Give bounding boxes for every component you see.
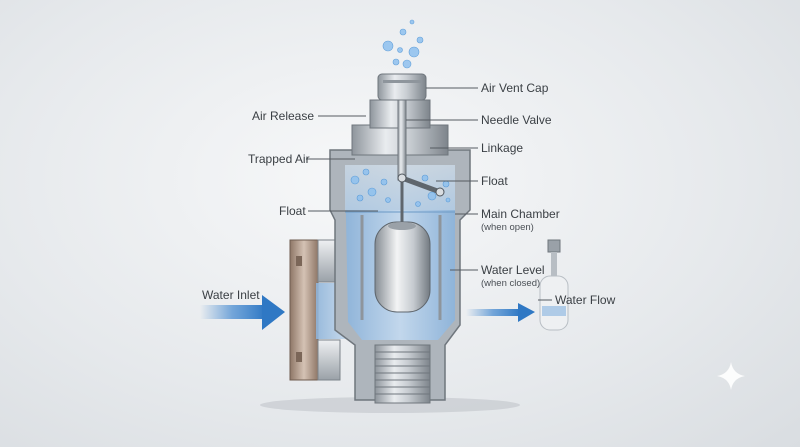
label-water-level: Water Level bbox=[481, 263, 545, 277]
label-water-inlet: Water Inlet bbox=[202, 288, 260, 302]
label-trapped-air: Trapped Air bbox=[248, 152, 310, 166]
water-inlet-arrow bbox=[200, 295, 285, 330]
label-float-right: Float bbox=[481, 174, 508, 188]
label-main-chamber-note: (when open) bbox=[481, 222, 534, 233]
needle-valve bbox=[397, 99, 407, 181]
float bbox=[374, 221, 431, 313]
bottom-thread bbox=[374, 344, 431, 404]
inlet-flange bbox=[289, 239, 341, 381]
label-needle-valve: Needle Valve bbox=[481, 113, 552, 127]
leader-lines bbox=[306, 87, 552, 301]
outlet-fitting bbox=[539, 239, 569, 331]
label-main-chamber: Main Chamber bbox=[481, 207, 560, 221]
sparkle-icon bbox=[717, 362, 745, 390]
label-air-vent-cap: Air Vent Cap bbox=[481, 81, 549, 95]
linkage bbox=[397, 173, 445, 222]
ground-shadow bbox=[260, 397, 520, 413]
label-water-flow: Water Flow bbox=[555, 293, 616, 307]
water-flow-arrow bbox=[466, 303, 535, 322]
air-bubbles bbox=[350, 19, 451, 207]
label-water-level-note: (when closed) bbox=[481, 278, 541, 289]
air-vent-cap bbox=[377, 73, 427, 101]
label-linkage: Linkage bbox=[481, 141, 524, 155]
label-float-left: Float bbox=[279, 204, 306, 218]
label-air-release: Air Release bbox=[252, 109, 315, 123]
